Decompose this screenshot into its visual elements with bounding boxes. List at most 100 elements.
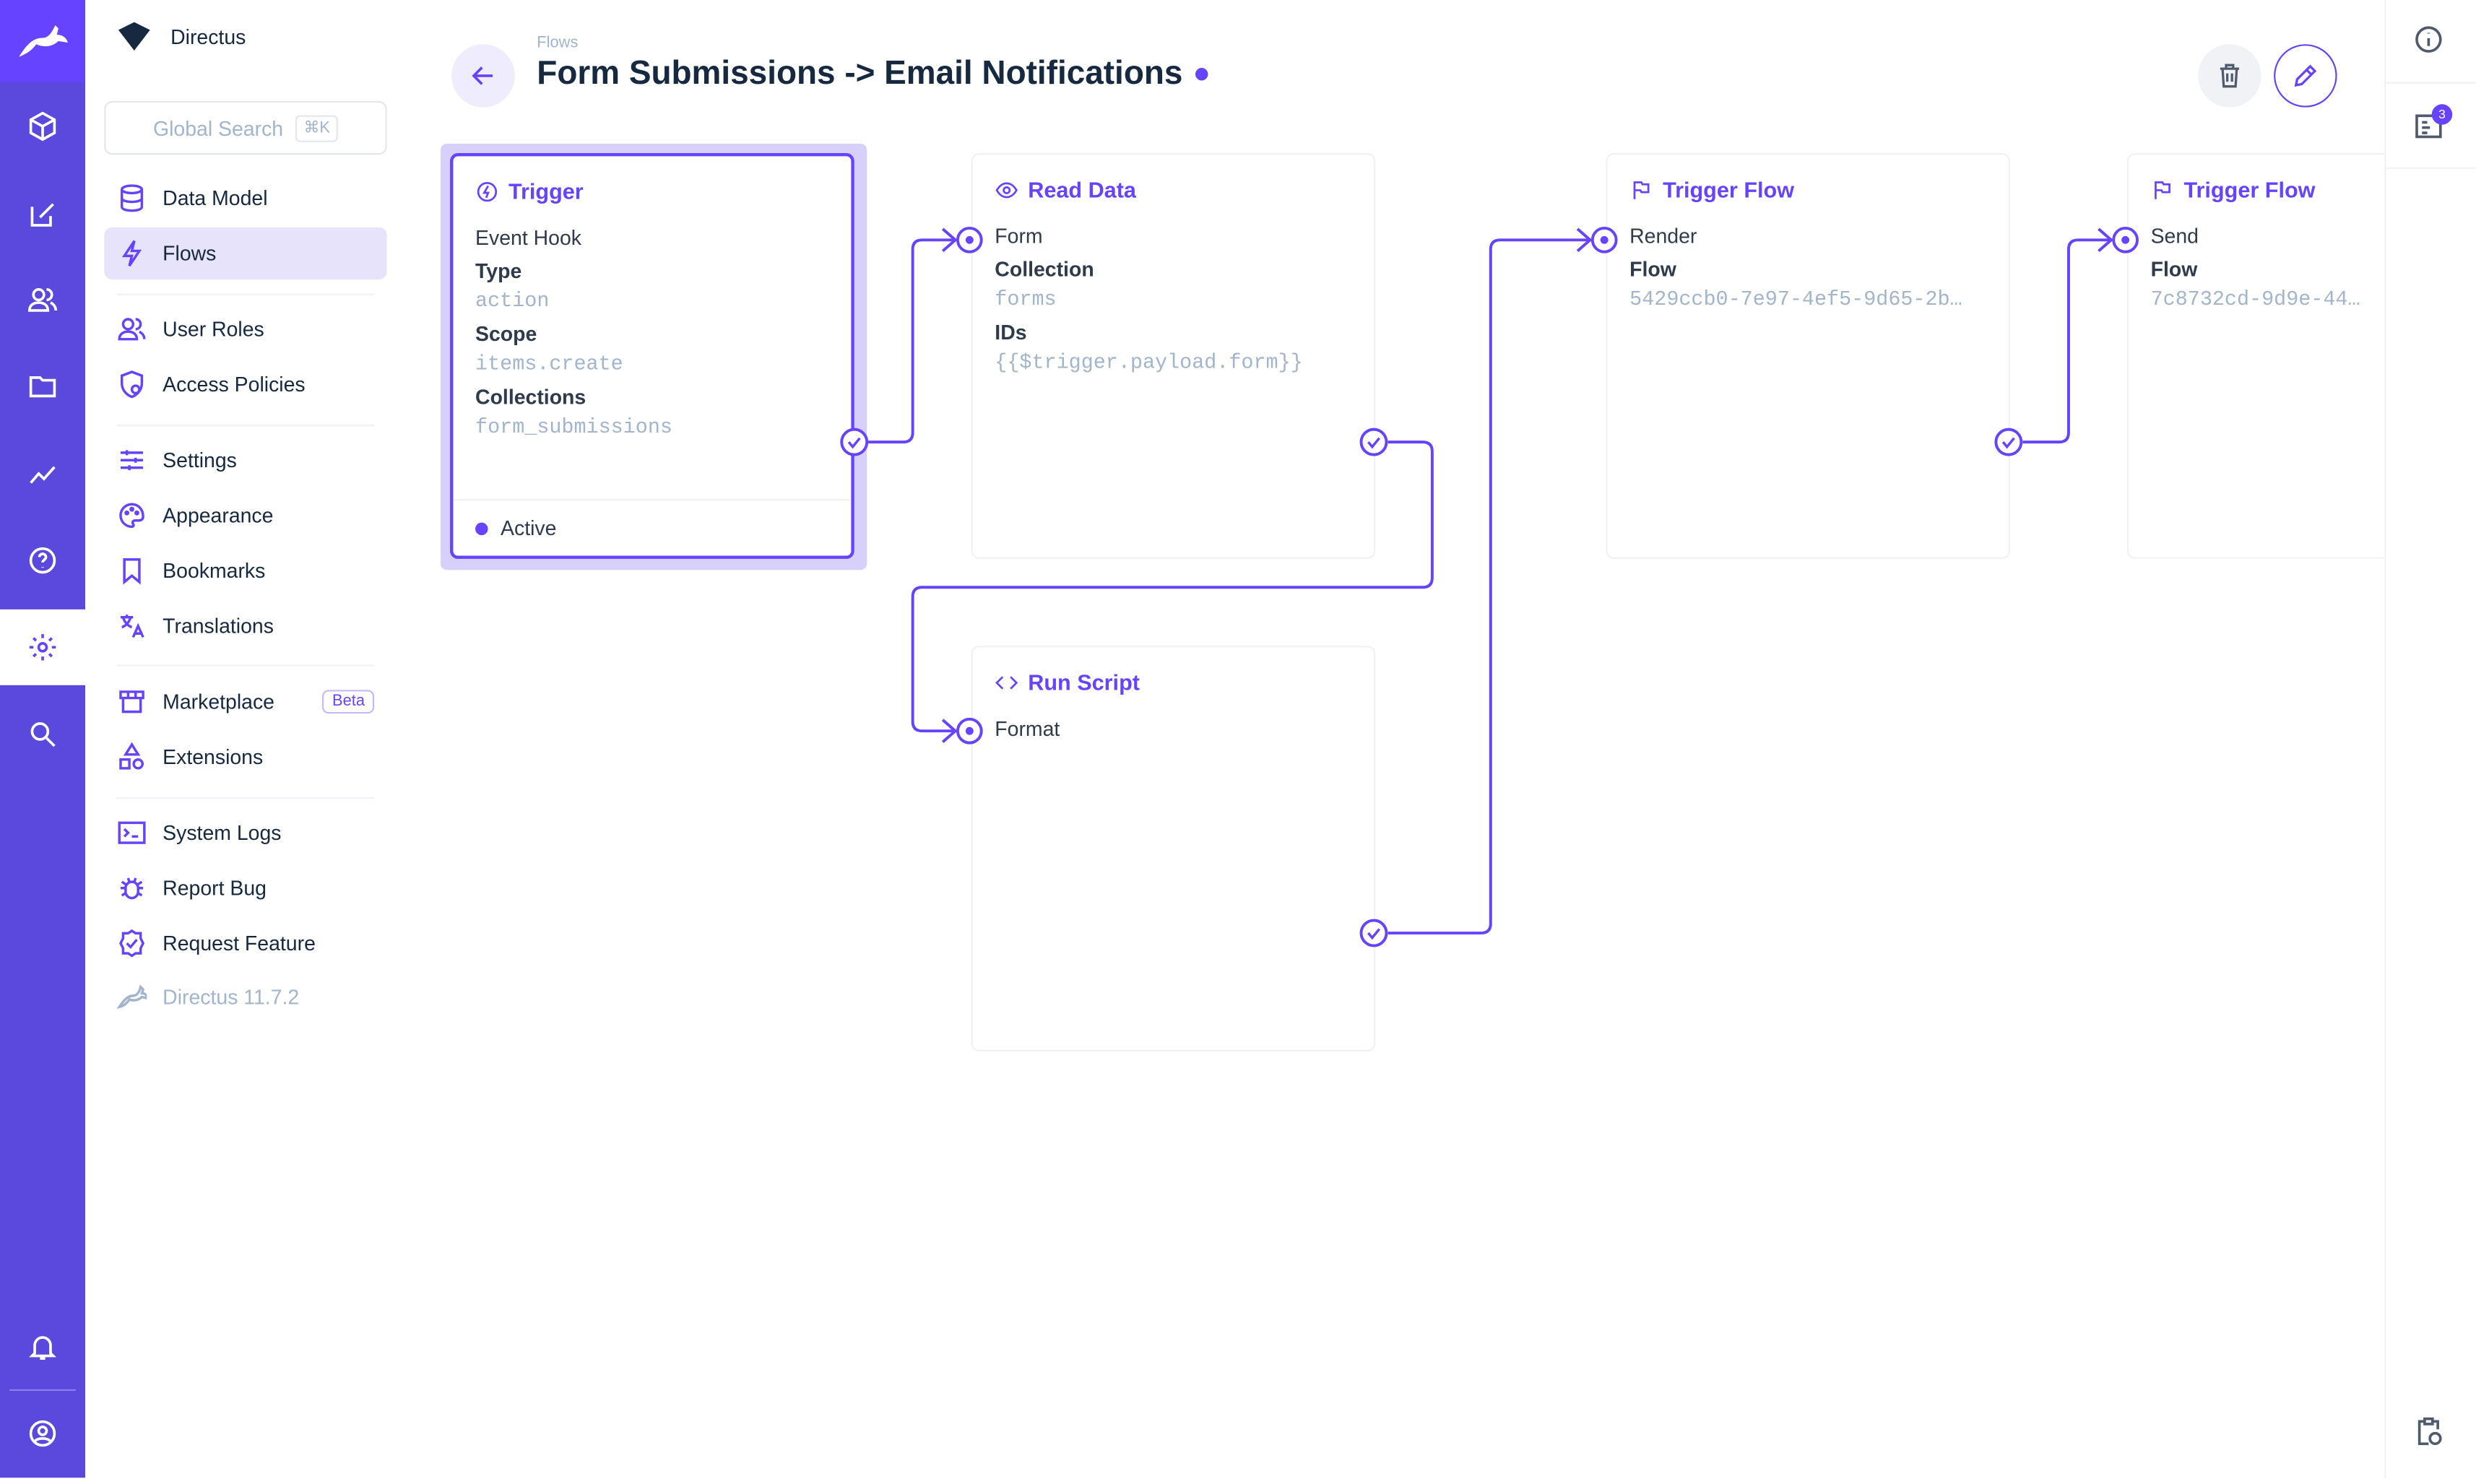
insights-icon[interactable] (0, 435, 85, 511)
field-label: IDs (995, 320, 1027, 344)
search-shortcut: ⌘K (295, 114, 338, 142)
code-icon (995, 675, 1018, 689)
bolt-circle-icon (477, 181, 498, 201)
connector-line (2022, 227, 2113, 444)
nav-item-flows[interactable]: Flows (104, 227, 387, 279)
divider (9, 1389, 76, 1392)
back-button[interactable] (451, 44, 515, 108)
nav-item-label: Appearance (163, 503, 274, 528)
nav-item-label: Settings (163, 448, 237, 473)
users-icon[interactable] (0, 262, 85, 338)
eye-icon (995, 181, 1018, 198)
content-icon[interactable] (0, 177, 85, 253)
arrow-left-icon (472, 66, 493, 85)
status-dot (1195, 68, 1208, 81)
shapes-icon (119, 742, 144, 769)
terminal-icon (118, 821, 146, 844)
project-header[interactable]: Directus (117, 22, 246, 51)
connector-line (867, 227, 958, 444)
nav-divider (116, 796, 375, 799)
field-label: Flow (2150, 257, 2198, 282)
nav-item-directus-11-7-2[interactable]: Directus 11.7.2 (104, 971, 386, 1023)
info-icon[interactable] (2413, 24, 2445, 64)
clipboard-clock-icon[interactable] (2413, 1416, 2445, 1456)
nav-item-request-feature[interactable]: Request Feature (104, 916, 386, 968)
operation-name: Format (995, 716, 1060, 741)
sidebar-right: 3 (2384, 0, 2476, 1478)
breadcrumb[interactable]: Flows (537, 35, 579, 53)
nav-item-data-model[interactable]: Data Model (104, 172, 386, 224)
directus-icon (116, 985, 147, 1010)
nav-item-label: Marketplace (163, 690, 274, 713)
nav-item-report-bug[interactable]: Report Bug (104, 862, 386, 914)
nav-item-system-logs[interactable]: System Logs (104, 807, 386, 859)
nav-item-appearance[interactable]: Appearance (104, 490, 386, 542)
nav-item-user-roles[interactable]: User Roles (104, 303, 386, 355)
page-title: Form Submissions -> Email Notifications (537, 56, 1208, 93)
edit-button[interactable] (2274, 44, 2337, 108)
status-text: Active (501, 516, 557, 540)
bug-icon (120, 877, 144, 899)
shield-icon (120, 370, 144, 399)
search-placeholder: Global Search (152, 116, 284, 140)
nav-item-label: Extensions (163, 745, 264, 768)
bookmark-icon (123, 557, 141, 585)
field-value: forms (995, 287, 1057, 311)
data-model-icon[interactable] (0, 88, 85, 164)
field-label: Collections (475, 385, 586, 409)
operation-card[interactable]: Trigger Flow Render Flow 5429ccb0-7e97-4e… (1606, 153, 2011, 559)
nav-item-label: Bookmarks (163, 558, 266, 583)
operation-card[interactable]: Run Script Format (971, 646, 1376, 1052)
project-logo-icon (118, 22, 150, 51)
settings-icon[interactable] (0, 609, 86, 685)
card-title: Trigger Flow (1663, 176, 1795, 202)
notifications-icon[interactable] (0, 1309, 85, 1384)
title-text: Form Submissions -> Email Notifications (537, 55, 1183, 92)
help-icon[interactable] (0, 523, 85, 599)
nav-item-extensions[interactable]: Extensions (104, 731, 386, 783)
store-icon (119, 690, 144, 713)
bolt-icon (121, 240, 142, 266)
flag-icon (2155, 181, 2170, 199)
global-search-input[interactable]: Global Search ⌘K (104, 100, 387, 155)
nav-item-label: Directus 11.7.2 (163, 986, 300, 1010)
logs-icon[interactable]: 3 (2413, 104, 2453, 150)
flag-icon (1633, 181, 1650, 199)
nav-item-label: System Logs (163, 820, 282, 845)
field-label: Flow (1629, 257, 1676, 282)
nav-item-access-policies[interactable]: Access Policies (104, 358, 386, 410)
directus-logo[interactable] (0, 0, 86, 82)
field-label: Type (475, 259, 522, 283)
pencil-icon (2294, 64, 2317, 87)
field-label: Collection (995, 257, 1094, 282)
field-value: {{$trigger.payload.form}} (995, 350, 1303, 375)
nav-item-bookmarks[interactable]: Bookmarks (104, 544, 386, 596)
user-avatar-icon[interactable] (0, 1396, 85, 1472)
trash-icon (2220, 64, 2240, 88)
card-title: Run Script (1028, 669, 1140, 695)
nav-divider (116, 424, 375, 426)
field-value: 7c8732cd-9d9e-44be (2150, 287, 2363, 311)
verified-icon (119, 928, 145, 957)
trigger-type-name: Event Hook (475, 225, 581, 250)
module-bar (0, 0, 86, 1478)
delete-button[interactable] (2198, 44, 2261, 108)
nav-item-label: Request Feature (163, 930, 316, 955)
database-icon (120, 184, 144, 212)
nav-item-settings[interactable]: Settings (104, 435, 386, 487)
operation-name: Render (1629, 224, 1697, 248)
field-value: 5429ccb0-7e97-4ef5-9d65-2b… (1629, 287, 1962, 311)
card-title: Trigger (508, 178, 584, 204)
search-icon[interactable] (0, 696, 85, 772)
nav-item-translations[interactable]: Translations (104, 599, 386, 651)
nav-item-label: Access Policies (163, 372, 306, 396)
trigger-status: Active (453, 498, 852, 556)
sliders-icon (120, 450, 144, 471)
files-icon[interactable] (0, 349, 85, 425)
palette-icon (119, 503, 144, 529)
